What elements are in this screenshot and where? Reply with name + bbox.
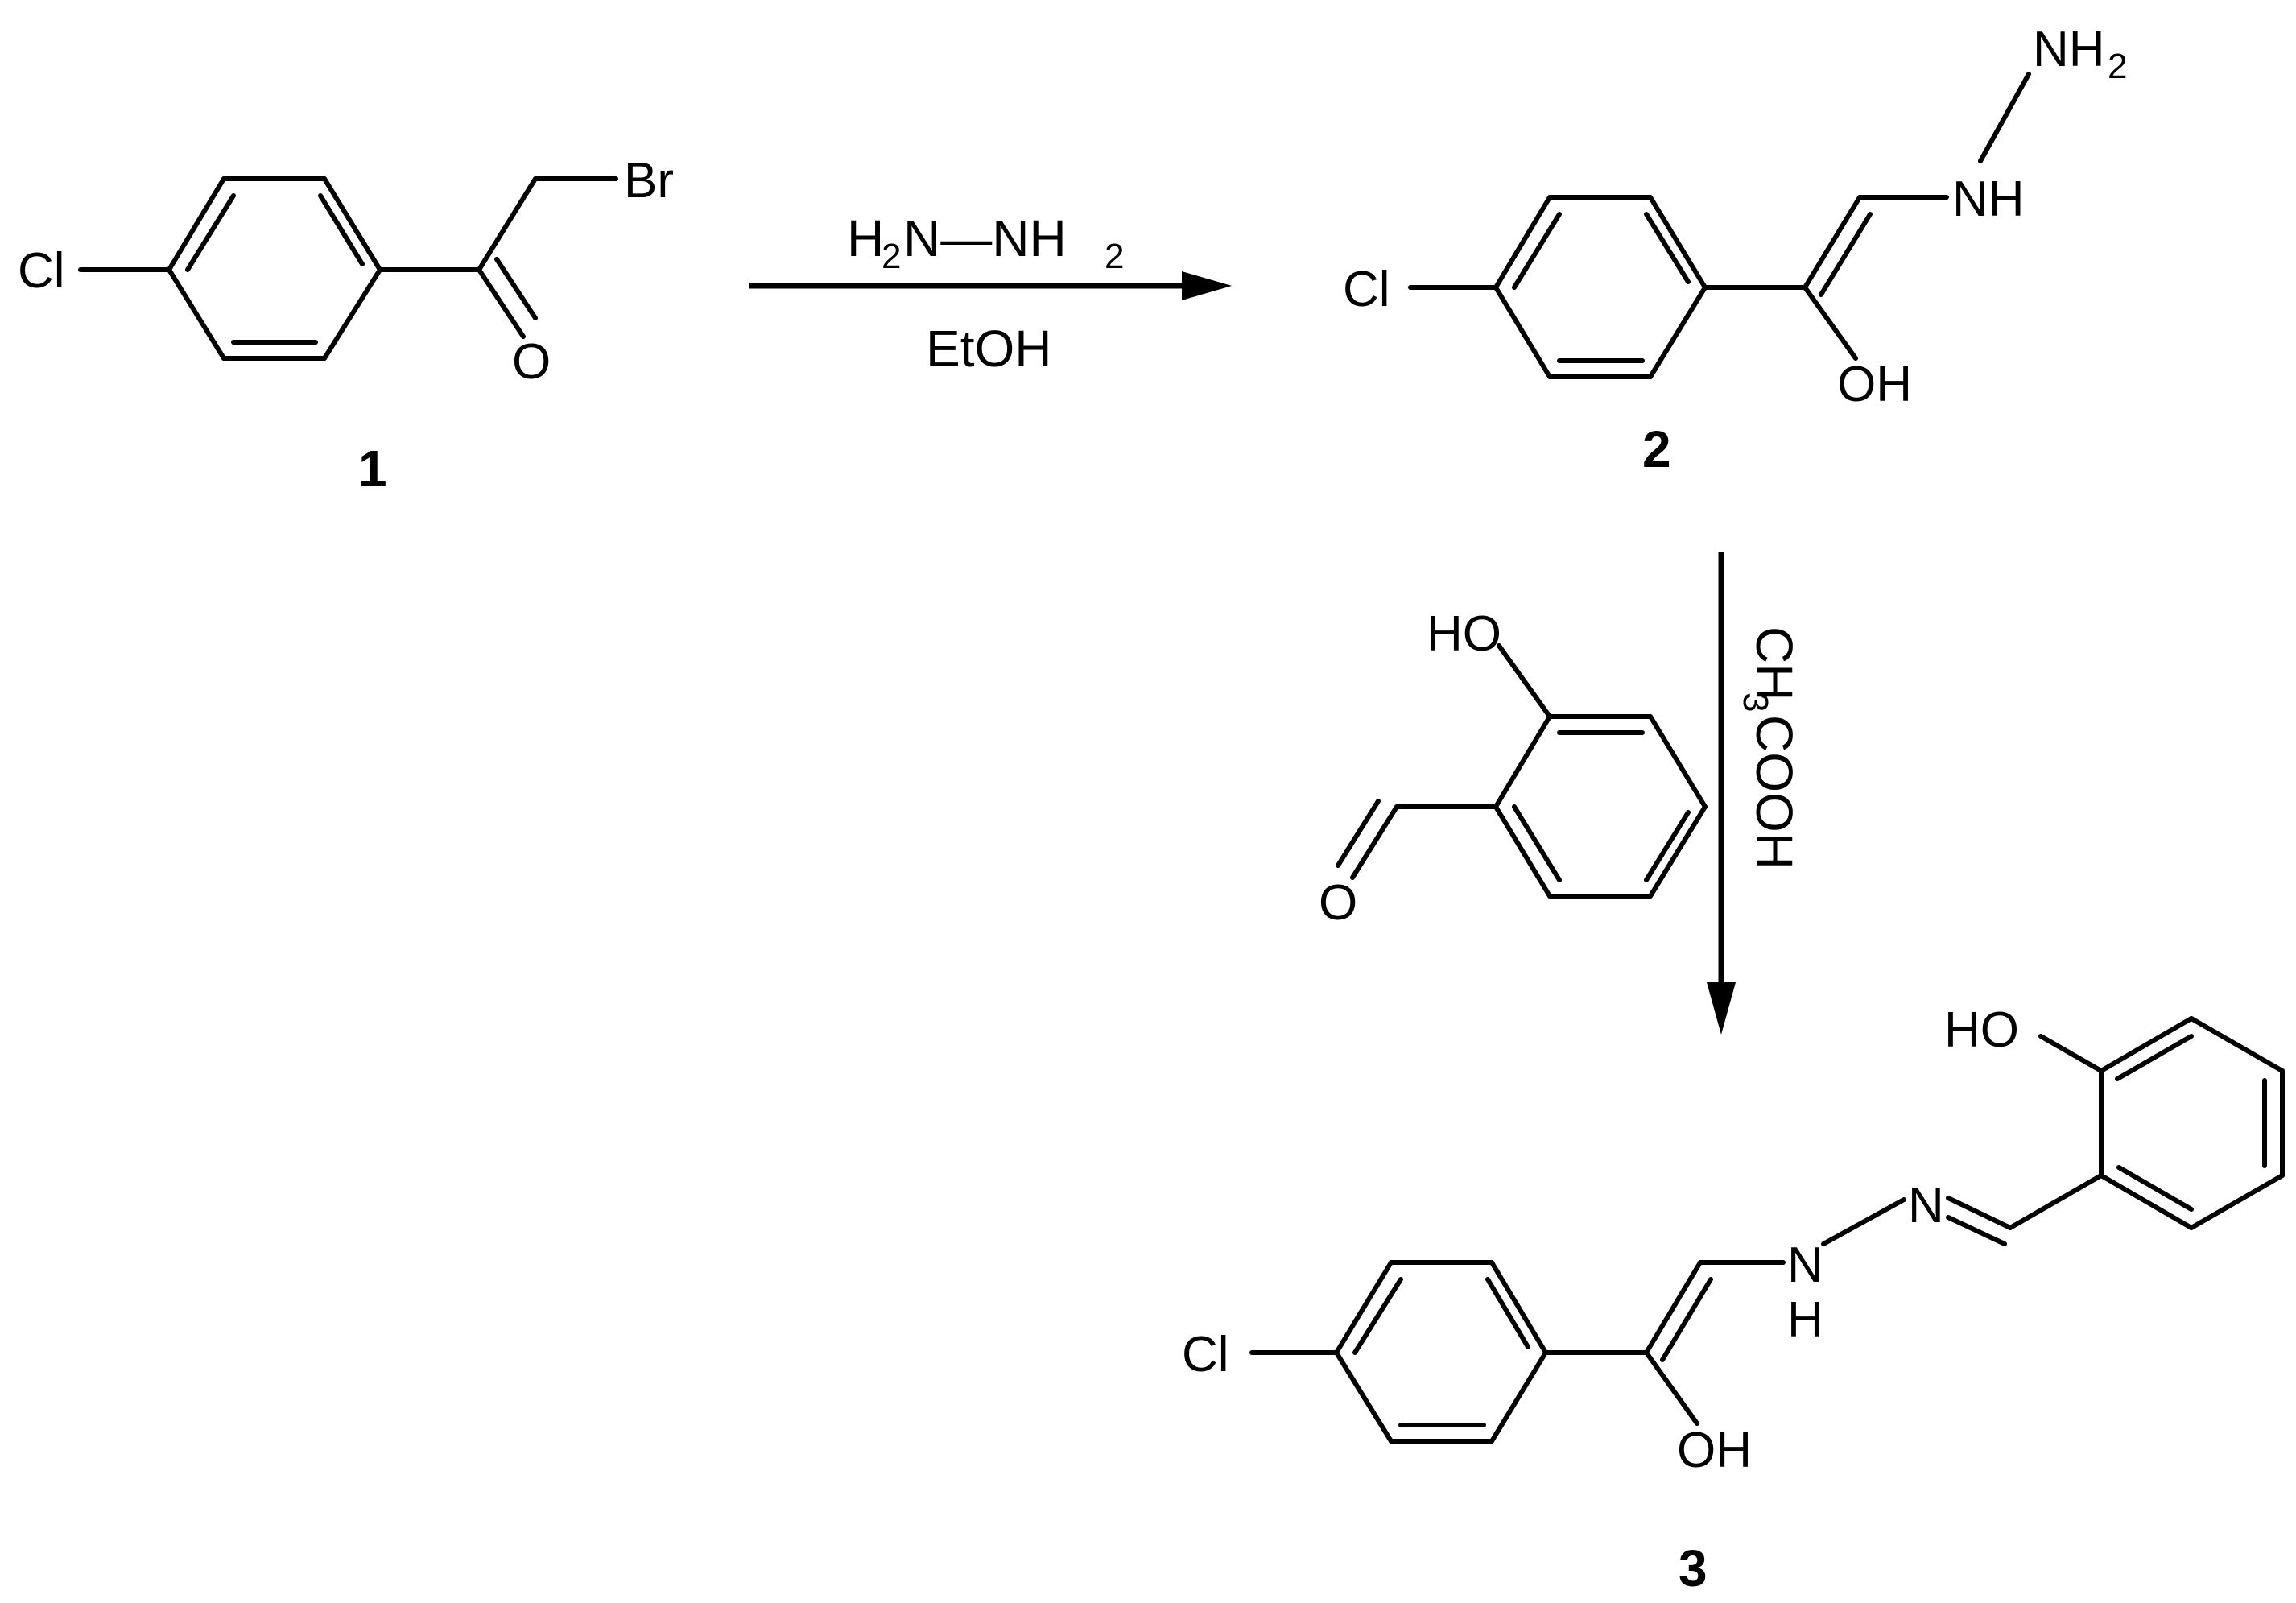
compound-1-o-atom: O: [512, 334, 551, 390]
step-1-reagent-h: H: [847, 209, 884, 267]
compound-1-cl-atom: Cl: [18, 243, 65, 299]
compound-2-oh-atom: OH: [1837, 357, 1912, 412]
compound-2-bonds: [1408, 72, 2031, 379]
compound-1-label: 1: [358, 440, 387, 498]
step-1-reagent-sub-1: 2: [882, 237, 901, 276]
step-2-acid-tail: COOH: [1745, 715, 1803, 870]
compound-2: Cl OH NH NH 2 2: [1343, 22, 2127, 478]
step-1-arrow: [749, 271, 1232, 300]
step-1-reagent: H 2 N—NH 2: [847, 209, 1124, 276]
step-2-acid-reagent: CH 3 COOH: [1736, 626, 1803, 870]
step-1-reagent-sub-2: 2: [1105, 237, 1124, 276]
compound-3-bonds: [1249, 1016, 2285, 1444]
compound-3: Cl OH N H N HO 3: [1182, 1002, 2285, 1597]
compound-3-ho-atom: HO: [1944, 1002, 2019, 1058]
compound-1: Cl Br O 1: [18, 153, 674, 498]
compound-3-imine-n-atom: N: [1908, 1178, 1944, 1233]
compound-1-br-atom: Br: [624, 153, 674, 209]
compound-2-cl-atom: Cl: [1343, 262, 1390, 317]
compound-3-nh-h-atom: H: [1787, 1292, 1823, 1348]
compound-3-nh-n-atom: N: [1787, 1237, 1823, 1293]
compound-3-oh-atom: OH: [1677, 1423, 1752, 1478]
step-2-acid-subscript: 3: [1736, 692, 1775, 712]
compound-2-nh-atom: NH: [1952, 171, 2025, 227]
step-1-solvent: EtOH: [926, 320, 1051, 378]
compound-3-cl-atom: Cl: [1182, 1327, 1229, 1382]
compound-2-nh2-subscript: 2: [2108, 47, 2127, 86]
step-2-arrow: [1707, 552, 1736, 1035]
salicylaldehyde-reactant: HO O: [1319, 606, 1708, 931]
salicylaldehyde-ho-atom: HO: [1427, 606, 1501, 662]
compound-1-bonds: [78, 176, 618, 361]
salicylaldehyde-bonds: [1336, 643, 1708, 899]
step-1-reagent-n-bond: N—NH: [903, 209, 1067, 267]
compound-3-label: 3: [1679, 1539, 1708, 1597]
compound-2-nh2-atom: NH: [2033, 22, 2105, 77]
compound-2-label: 2: [1642, 420, 1671, 478]
salicylaldehyde-o-atom: O: [1319, 875, 1357, 931]
step-2-acid-main: CH: [1745, 626, 1803, 700]
